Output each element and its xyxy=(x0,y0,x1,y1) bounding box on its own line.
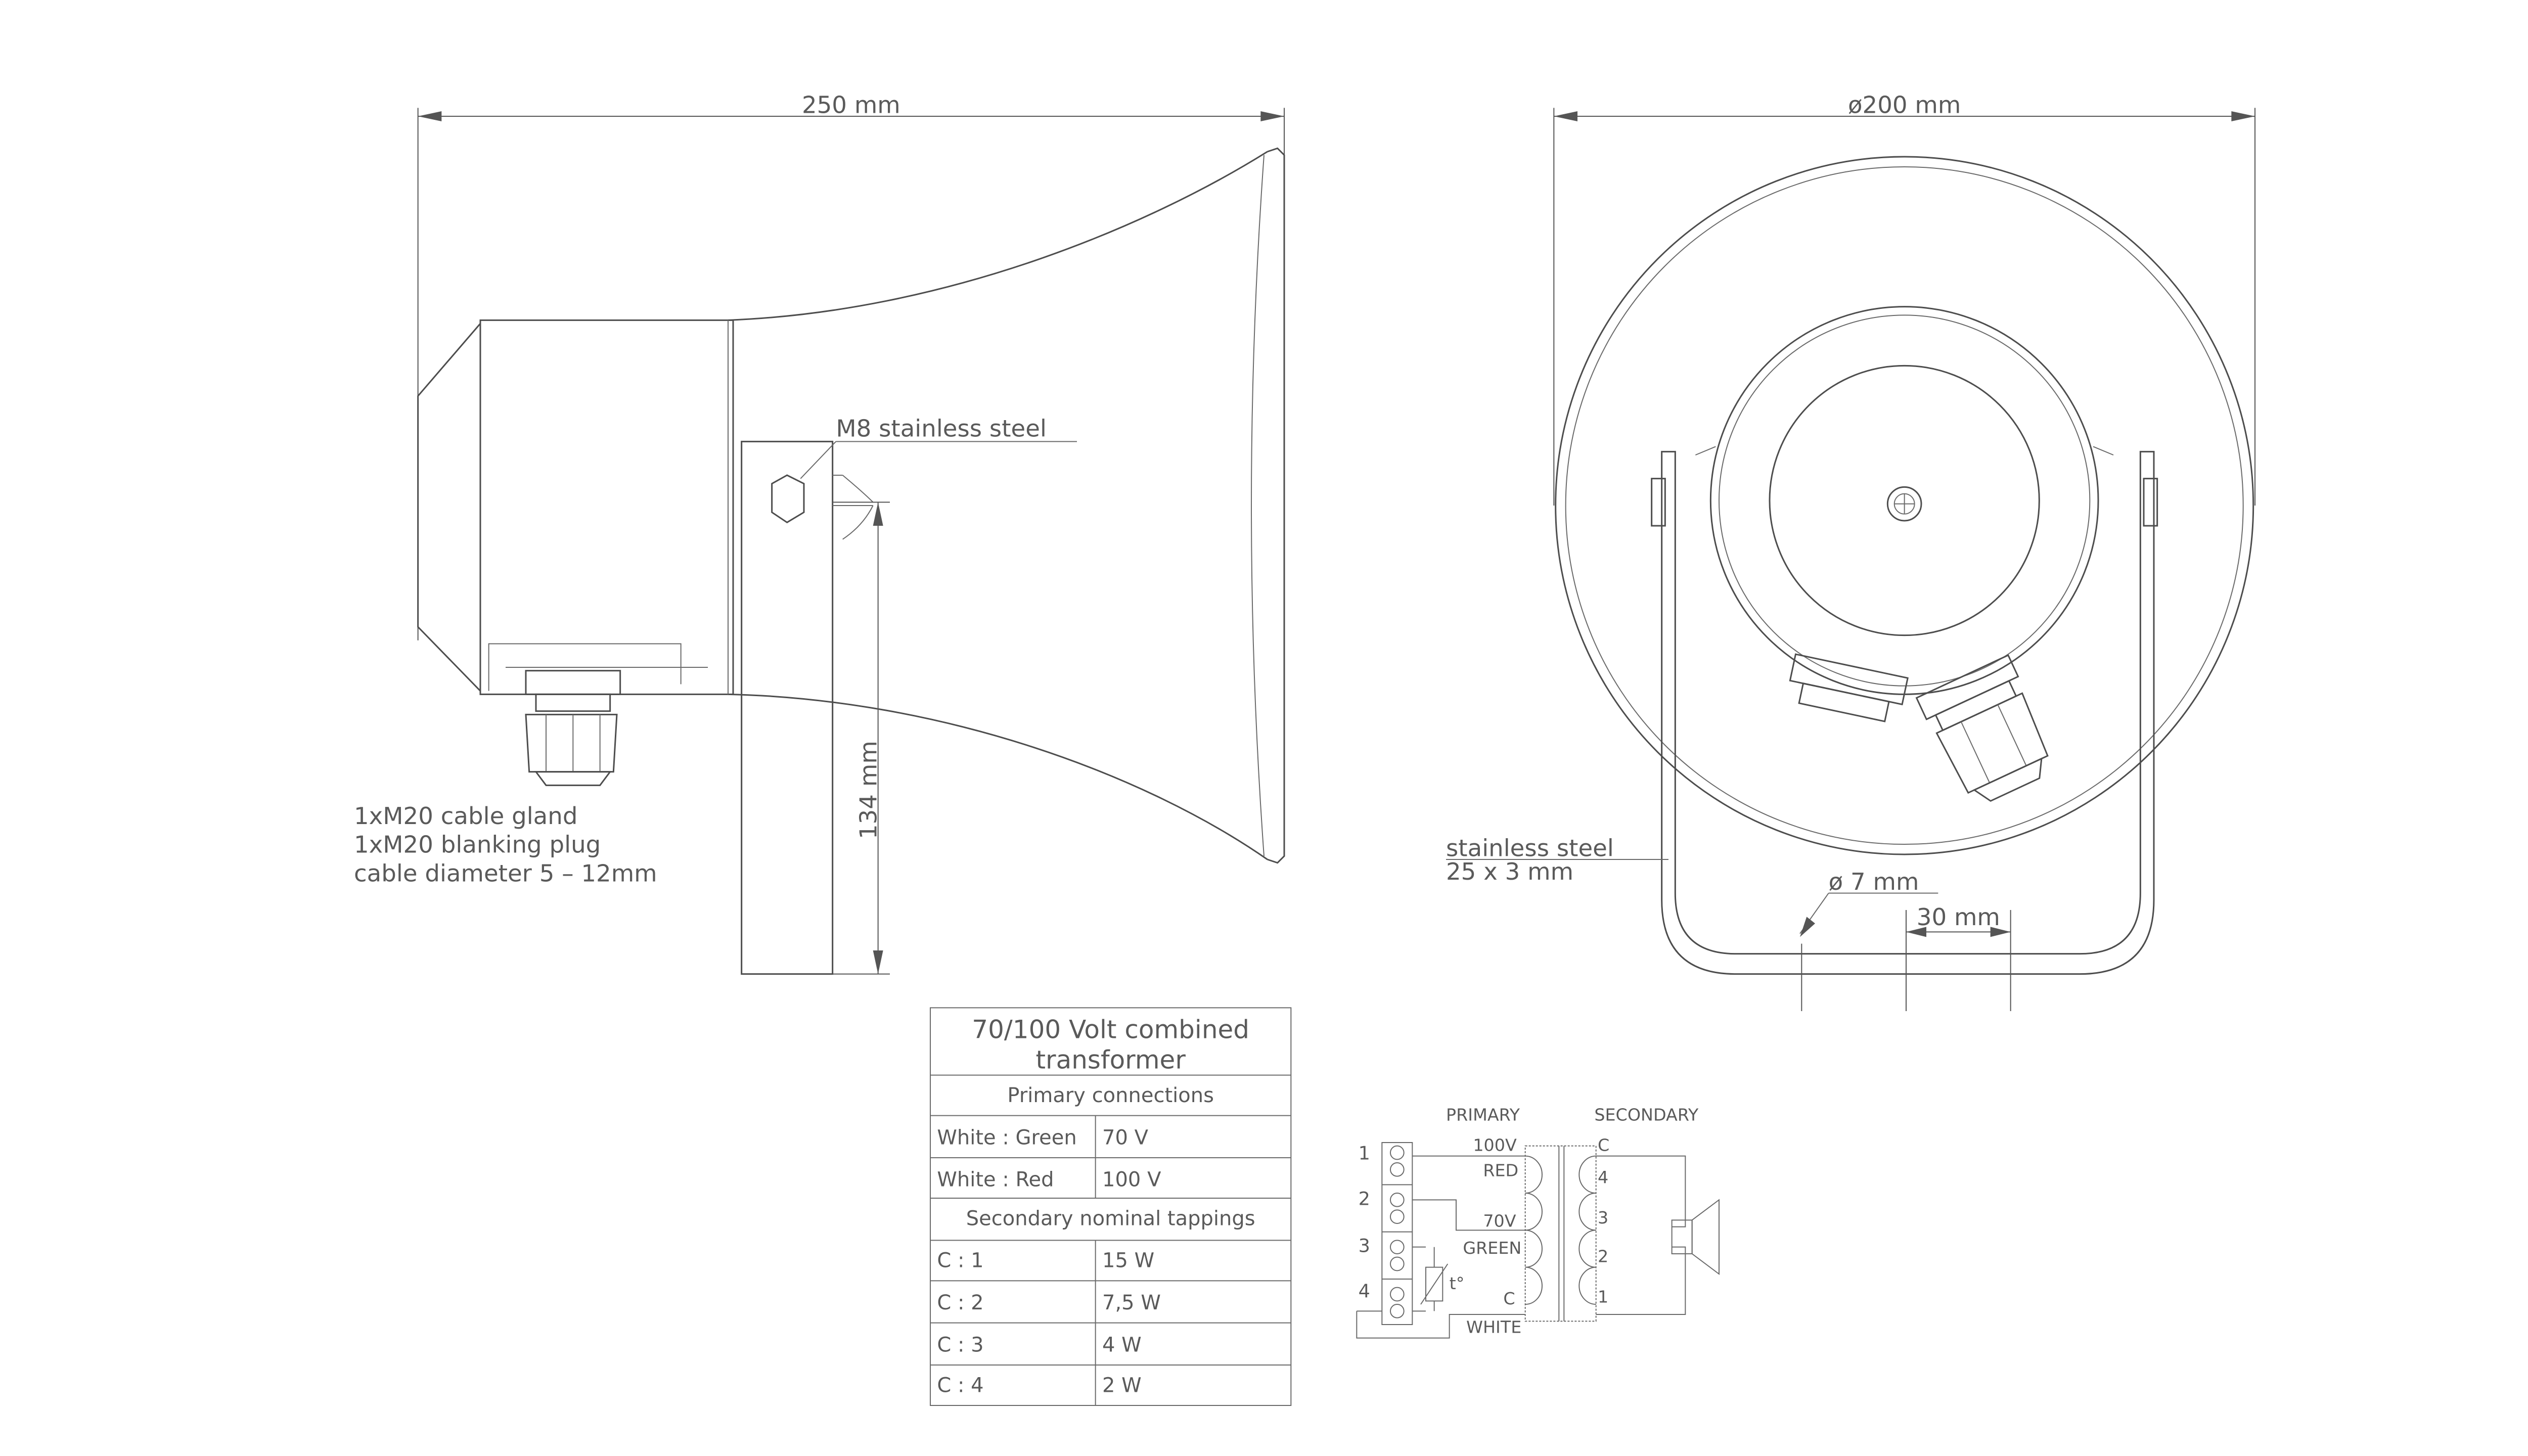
front-view: ø200 mm stainle xyxy=(1446,92,2255,1011)
hole-dimension: ø 7 mm xyxy=(1829,869,1919,896)
wiring-schematic: PRIMARY SECONDARY 1 2 3 4 t° 100V xyxy=(1357,1105,1719,1338)
table-cell: White : Red xyxy=(937,1168,1054,1192)
secondary-tap: 1 xyxy=(1598,1287,1608,1307)
table-cell: 2 W xyxy=(1102,1374,1142,1397)
diameter-dimension: ø200 mm xyxy=(1848,92,1961,119)
wire-label-red: RED xyxy=(1483,1161,1518,1180)
width-dimension: 250 mm xyxy=(802,92,900,119)
secondary-tap: 2 xyxy=(1598,1247,1608,1266)
wire-label-white: WHITE xyxy=(1466,1317,1521,1337)
terminal-number: 1 xyxy=(1359,1142,1370,1164)
wire-label-100v: 100V xyxy=(1473,1135,1517,1155)
table-cell: C : 1 xyxy=(937,1249,983,1272)
terminal-number: 3 xyxy=(1359,1235,1370,1257)
secondary-tap: 4 xyxy=(1598,1167,1608,1187)
transformer-table: 70/100 Volt combined transformer Primary… xyxy=(930,1008,1291,1405)
table-cell: 15 W xyxy=(1102,1249,1154,1272)
table-title-line-1: 70/100 Volt combined xyxy=(972,1015,1249,1044)
gland-note-1: 1xM20 cable gland xyxy=(354,803,577,830)
side-view: 250 mm M8 stainless steel xyxy=(354,92,1284,974)
table-cell: C : 2 xyxy=(937,1291,983,1314)
wire-label-c: C xyxy=(1503,1289,1515,1308)
terminal-number: 4 xyxy=(1359,1281,1370,1302)
terminal-number: 2 xyxy=(1359,1188,1370,1209)
gland-note-2: 1xM20 blanking plug xyxy=(354,832,601,859)
secondary-header: Secondary nominal tappings xyxy=(966,1207,1255,1230)
height-dimension: 134 mm xyxy=(855,741,882,839)
secondary-tap: C xyxy=(1598,1135,1609,1155)
secondary-label: SECONDARY xyxy=(1594,1105,1699,1125)
table-cell: C : 3 xyxy=(937,1333,983,1356)
table-cell: White : Green xyxy=(937,1126,1076,1149)
thermistor-label: t° xyxy=(1450,1273,1465,1293)
table-cell: 7,5 W xyxy=(1102,1291,1161,1314)
gland-note-3: cable diameter 5 – 12mm xyxy=(354,860,657,887)
secondary-tap: 3 xyxy=(1598,1208,1608,1227)
bolt-label: M8 stainless steel xyxy=(836,415,1047,442)
table-title-line-2: transformer xyxy=(1035,1045,1186,1074)
wire-label-green: GREEN xyxy=(1463,1238,1521,1258)
primary-header: Primary connections xyxy=(1007,1084,1214,1107)
bracket-note-2: 25 x 3 mm xyxy=(1446,858,1573,886)
wire-label-70v: 70V xyxy=(1483,1211,1516,1231)
table-cell: 4 W xyxy=(1102,1333,1142,1356)
table-cell: 70 V xyxy=(1102,1126,1149,1149)
table-cell: C : 4 xyxy=(937,1374,983,1397)
bracket-note-1: stainless steel xyxy=(1446,835,1614,862)
spacing-dimension: 30 mm xyxy=(1917,904,2000,931)
primary-label: PRIMARY xyxy=(1446,1105,1520,1125)
table-cell: 100 V xyxy=(1102,1168,1161,1192)
